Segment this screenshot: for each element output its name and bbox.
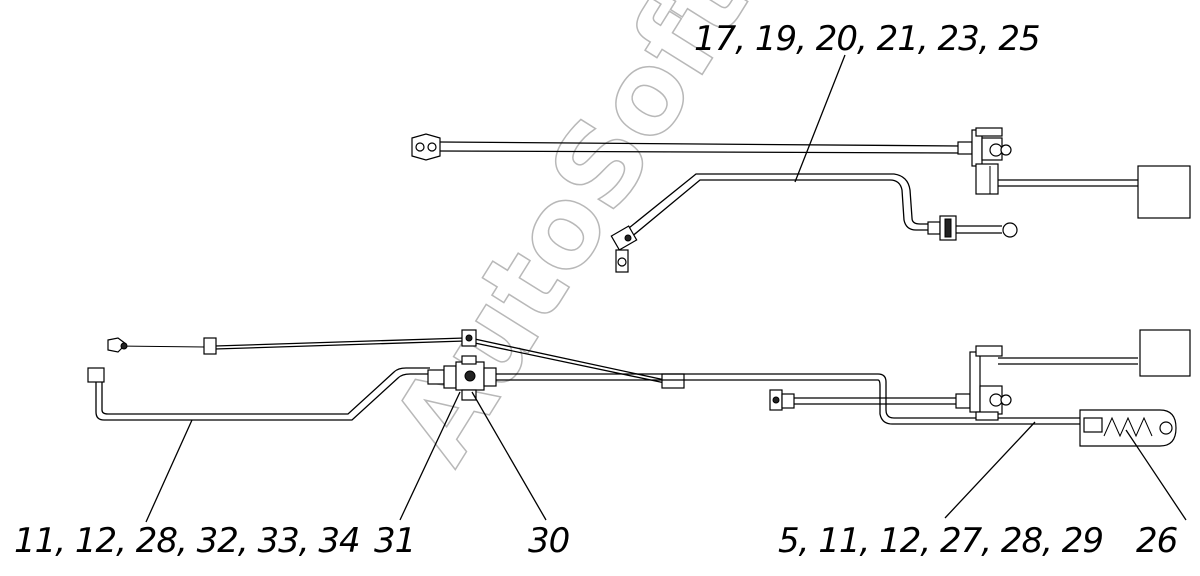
callout-left-group: 11, 12, 28, 32, 33, 34 <box>14 521 360 561</box>
upper-long-rod <box>411 133 961 161</box>
callout-right-group: 5, 11, 12, 27, 28, 29 <box>778 521 1103 561</box>
lower-valve-block <box>769 345 1138 421</box>
lower-thin-cable <box>107 329 685 389</box>
watermark-text: AutoSoft <box>368 0 773 484</box>
leader-left <box>145 419 193 523</box>
lower-main-pipe <box>496 373 1082 425</box>
upper-chamber-box <box>1137 165 1191 219</box>
lower-assembly <box>87 329 1191 447</box>
upper-hose-end <box>610 225 638 273</box>
leader-31 <box>399 391 461 521</box>
callout-30: 30 <box>528 521 569 561</box>
callout-31: 31 <box>374 521 415 561</box>
upper-coupling-head <box>927 215 1018 241</box>
leader-lines <box>145 54 1187 523</box>
leader-right <box>944 421 1036 519</box>
leader-30 <box>471 391 547 521</box>
upper-bent-pipe <box>623 173 930 239</box>
leader-26 <box>1125 429 1187 521</box>
callout-26: 26 <box>1136 521 1178 561</box>
leader-top <box>794 54 846 183</box>
central-tee-valve <box>427 355 497 401</box>
lower-chamber-box <box>1139 329 1191 377</box>
air-receiver-26 <box>1079 409 1177 447</box>
callout-top-group: 17, 19, 20, 21, 23, 25 <box>694 19 1040 59</box>
lower-left-pipe <box>87 367 430 421</box>
upper-valve-block <box>957 127 1012 195</box>
upper-assembly <box>411 127 1191 273</box>
